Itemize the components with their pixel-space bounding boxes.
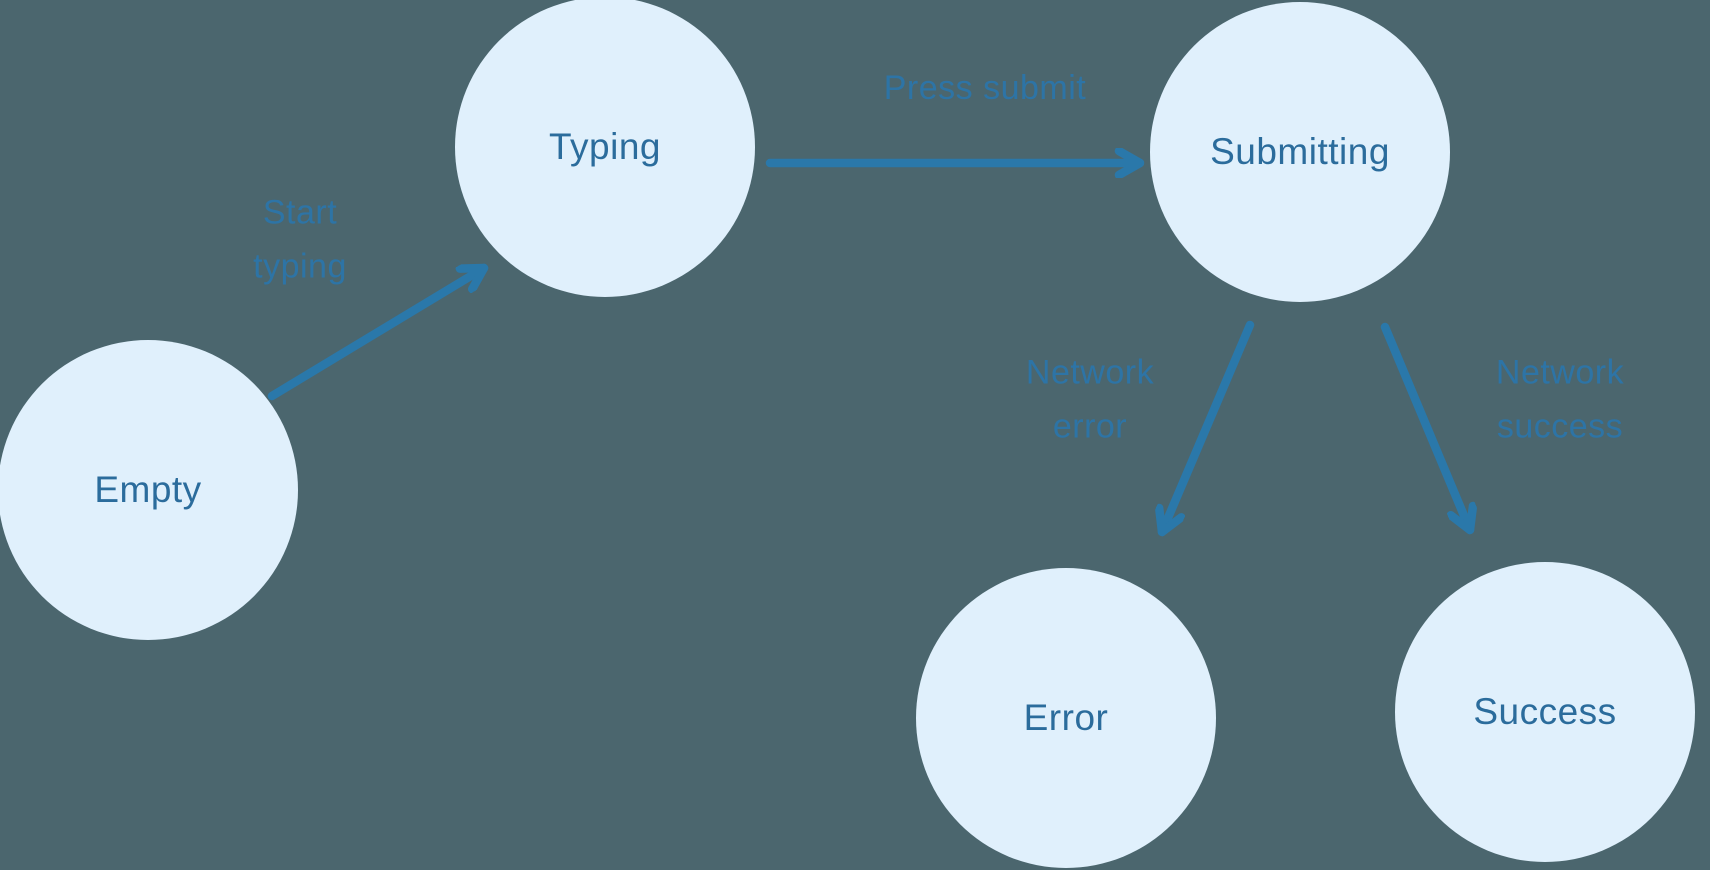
state-label-error: Error	[1023, 697, 1109, 738]
edge-label-network-success: Network success	[1495, 353, 1625, 446]
arrow-submitting-to-error	[1162, 320, 1255, 537]
state-label-empty: Empty	[94, 469, 202, 510]
state-label-submitting: Submitting	[1210, 131, 1390, 172]
state-node-success: Success	[1395, 562, 1695, 862]
state-node-empty: Empty	[0, 340, 298, 640]
arrow-submitting-to-success	[1380, 322, 1470, 535]
state-label-success: Success	[1473, 691, 1617, 732]
state-node-submitting: Submitting	[1150, 2, 1450, 302]
edge-label-press-submit: Press submit	[883, 68, 1087, 107]
edge-label-start-typing: Start typing	[253, 193, 347, 286]
state-node-typing: Typing	[455, 0, 755, 297]
state-node-error: Error	[916, 568, 1216, 868]
state-label-typing: Typing	[548, 126, 661, 167]
edge-label-network-error: Network error	[1025, 353, 1155, 446]
